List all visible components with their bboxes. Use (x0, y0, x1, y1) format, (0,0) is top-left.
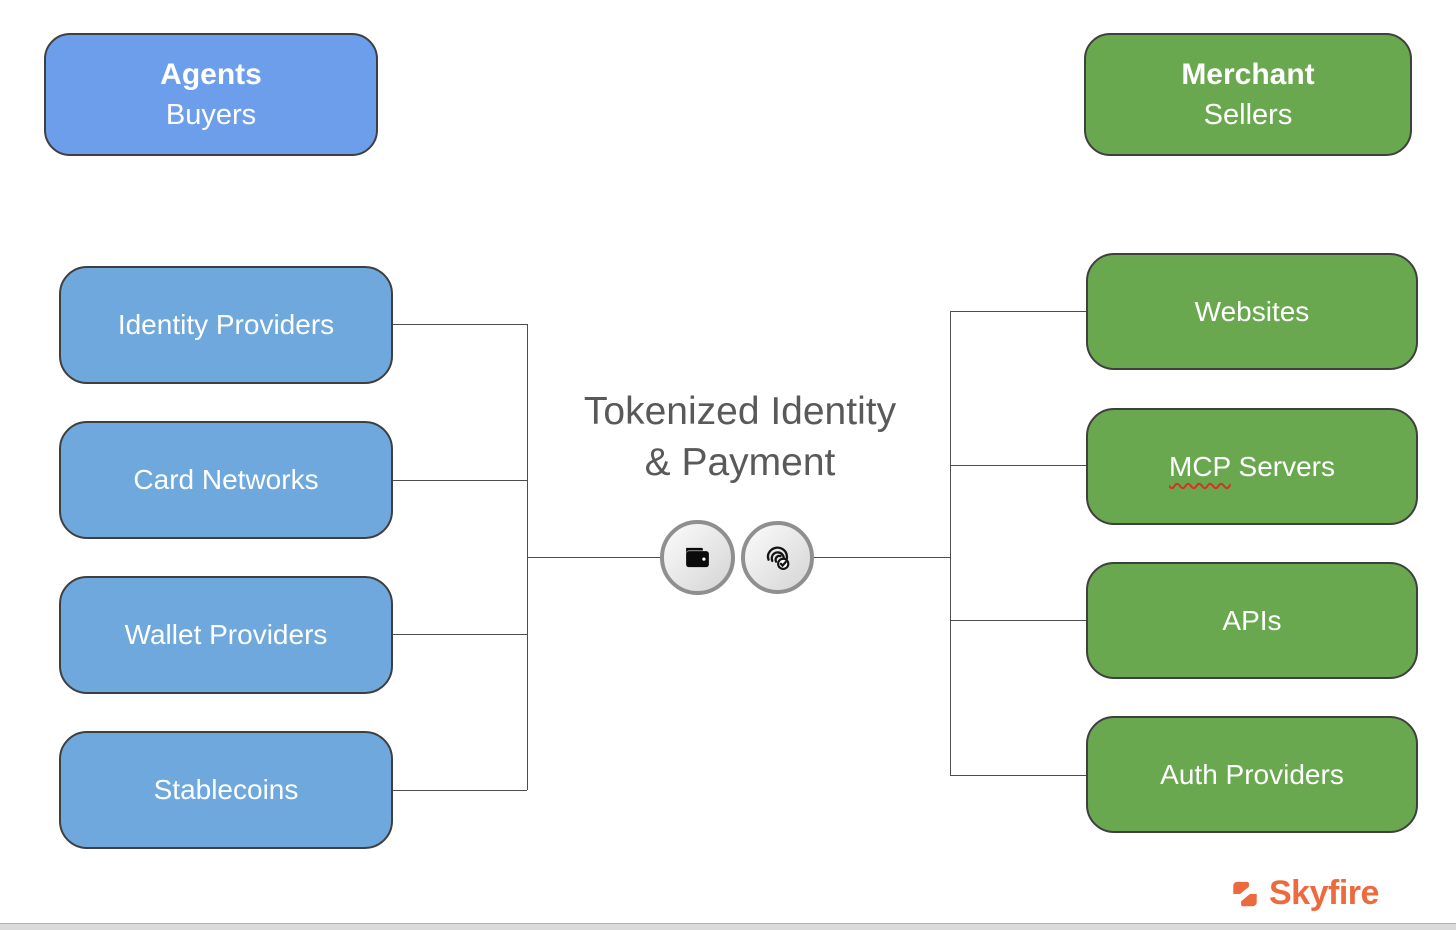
node-label: APIs (1222, 604, 1282, 636)
agents-subtitle: Buyers (165, 98, 257, 131)
skyfire-logo: Skyfire (1230, 874, 1379, 913)
agents-title: Agents (160, 57, 262, 91)
node-label: Identity Providers (117, 309, 335, 340)
wallet-icon (680, 540, 715, 575)
node-label: Websites (1194, 295, 1310, 327)
connector-identity-providers (393, 324, 527, 325)
center-title: Tokenized Identity & Payment (520, 386, 960, 488)
node-label: Auth Providers (1160, 758, 1344, 790)
fingerprint-check-icon (759, 539, 796, 576)
bottom-scroll-strip (0, 923, 1456, 930)
servers-word: Servers (1230, 450, 1335, 482)
node-mcp-servers: MCP Servers (1086, 408, 1418, 525)
identity-badge (741, 521, 814, 594)
skyfire-mark-icon (1230, 878, 1260, 910)
merchant-subtitle: Sellers (1203, 98, 1293, 131)
center-right-line (812, 557, 950, 558)
connector-websites (950, 311, 1086, 312)
node-label: Stablecoins (153, 774, 299, 805)
right-spine-line (950, 311, 951, 775)
node-wallet-providers: Wallet Providers (59, 576, 393, 694)
node-label: Wallet Providers (124, 619, 328, 650)
node-label: MCP Servers (1169, 451, 1335, 483)
merchant-title: Merchant (1181, 57, 1315, 91)
merchant-header-node: Merchant Sellers (1084, 33, 1412, 156)
mcp-misspelled-word: MCP (1169, 450, 1231, 482)
center-title-line1: Tokenized Identity (583, 390, 897, 433)
connector-stablecoins (393, 790, 527, 791)
node-auth-providers: Auth Providers (1086, 716, 1418, 833)
skyfire-wordmark: Skyfire (1269, 874, 1379, 912)
node-label: Card Networks (133, 464, 319, 495)
node-card-networks: Card Networks (59, 421, 393, 539)
node-stablecoins: Stablecoins (59, 731, 393, 849)
center-left-line (527, 557, 663, 558)
node-apis: APIs (1086, 562, 1418, 679)
connector-apis (950, 620, 1086, 621)
payment-badge (660, 520, 735, 595)
connector-card-networks (393, 480, 527, 481)
connector-mcp-servers (950, 465, 1086, 466)
node-identity-providers: Identity Providers (59, 266, 393, 384)
node-websites: Websites (1086, 253, 1418, 370)
connector-wallet-providers (393, 634, 527, 635)
connector-auth-providers (950, 775, 1086, 776)
agents-header-node: Agents Buyers (44, 33, 378, 156)
center-title-line2: & Payment (644, 441, 836, 484)
